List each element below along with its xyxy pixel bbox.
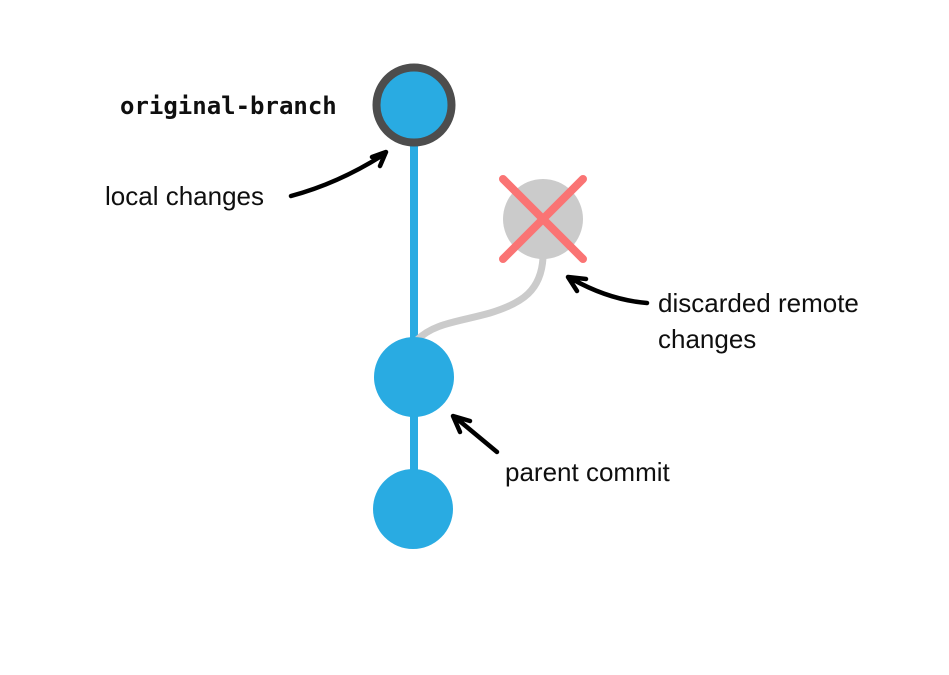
parent-commit-label: parent commit [505, 457, 670, 487]
discarded-remote-changes-label-line2: changes [658, 324, 756, 354]
discarded-remote-changes-label-line1: discarded remote [658, 288, 859, 318]
root-commit-node [373, 469, 453, 549]
parent-commit-arrow [450, 413, 500, 455]
local-changes-label: local changes [105, 181, 264, 211]
parent-commit-node [374, 337, 454, 417]
local-changes-arrow [288, 149, 389, 199]
branch-name-label: original-branch [120, 92, 337, 120]
head-commit-node [372, 63, 456, 147]
discarded-changes-arrow [565, 274, 650, 306]
discarded-connector-line [413, 254, 547, 344]
discarded-cross-icon [499, 175, 587, 263]
